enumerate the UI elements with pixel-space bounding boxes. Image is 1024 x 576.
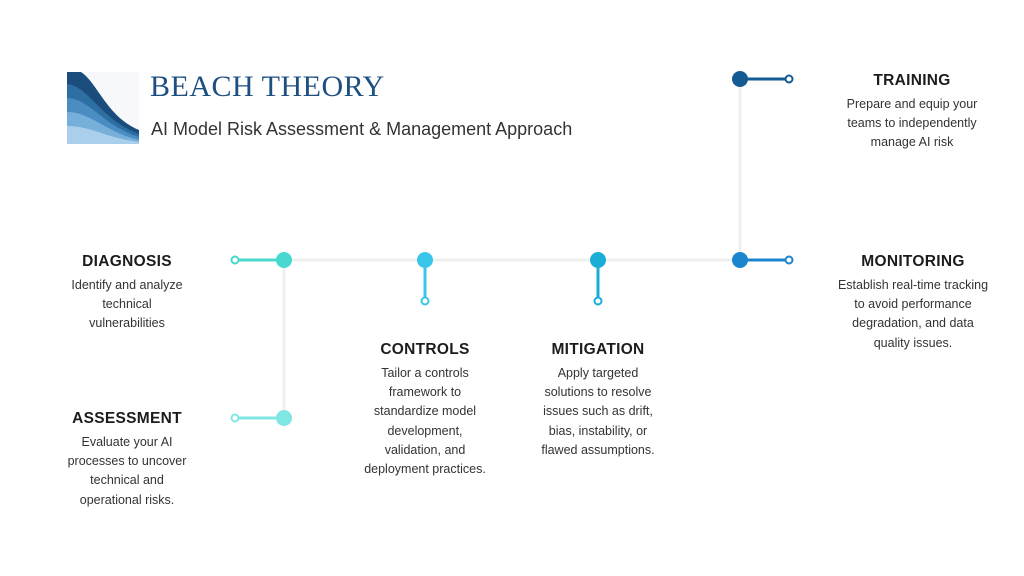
step-line: quality issues. <box>873 335 953 350</box>
step-line: degradation, and data <box>852 316 974 331</box>
assessment-node <box>230 410 292 426</box>
step-title: ASSESSMENT <box>72 410 182 427</box>
step-line: Evaluate your AI <box>81 435 173 449</box>
step-title: MITIGATION <box>551 341 645 358</box>
step-line: operational risks. <box>79 492 175 507</box>
step-title: DIAGNOSIS <box>82 253 172 270</box>
beach-theory-logo <box>67 72 139 144</box>
step-line: Establish real-time tracking <box>837 278 989 292</box>
step-line: flawed assumptions. <box>541 442 655 457</box>
page-title: BEACH THEORY <box>150 70 385 103</box>
step-training: TRAINING Prepare and equip your teams to … <box>812 72 1012 153</box>
step-title: CONTROLS <box>380 341 470 358</box>
step-line: deployment practices. <box>364 462 486 477</box>
step-diagnosis: DIAGNOSIS Identify and analyze technical v… <box>27 253 227 334</box>
step-line: Apply targeted <box>557 366 639 380</box>
diagnosis-node <box>230 252 292 268</box>
step-line: manage AI risk <box>870 135 954 150</box>
step-controls: CONTROLS Tailor a controls framework to st… <box>325 341 525 479</box>
monitoring-node <box>732 252 794 268</box>
step-line: validation, and <box>384 442 466 457</box>
step-monitoring: MONITORING Establish real-time tracking t… <box>813 253 1013 353</box>
controls-node <box>417 252 433 306</box>
step-line: vulnerabilities <box>89 316 165 331</box>
step-title: MONITORING <box>861 253 965 270</box>
step-line: development, <box>387 423 463 438</box>
step-line: processes to uncover <box>67 454 187 469</box>
step-line: solutions to resolve <box>544 385 652 400</box>
step-line: Identify and analyze <box>71 278 183 292</box>
step-assessment: ASSESSMENT Evaluate your AI processes to … <box>27 410 227 510</box>
step-mitigation: MITIGATION Apply targeted solutions to re… <box>498 341 698 460</box>
mitigation-node <box>590 252 606 306</box>
step-line: teams to independently <box>847 116 977 131</box>
step-line: bias, instability, or <box>548 423 648 438</box>
step-line: Tailor a controls <box>381 366 469 380</box>
step-line: standardize model <box>373 404 477 419</box>
step-line: technical <box>102 297 152 312</box>
step-line: framework to <box>388 385 462 400</box>
step-line: Prepare and equip your <box>846 97 978 111</box>
page-subtitle: AI Model Risk Assessment & Management Ap… <box>151 119 573 139</box>
training-node <box>732 71 794 87</box>
step-title: TRAINING <box>873 72 951 89</box>
step-line: issues such as drift, <box>543 404 653 419</box>
step-line: technical and <box>90 473 164 488</box>
step-line: to avoid performance <box>854 297 972 312</box>
